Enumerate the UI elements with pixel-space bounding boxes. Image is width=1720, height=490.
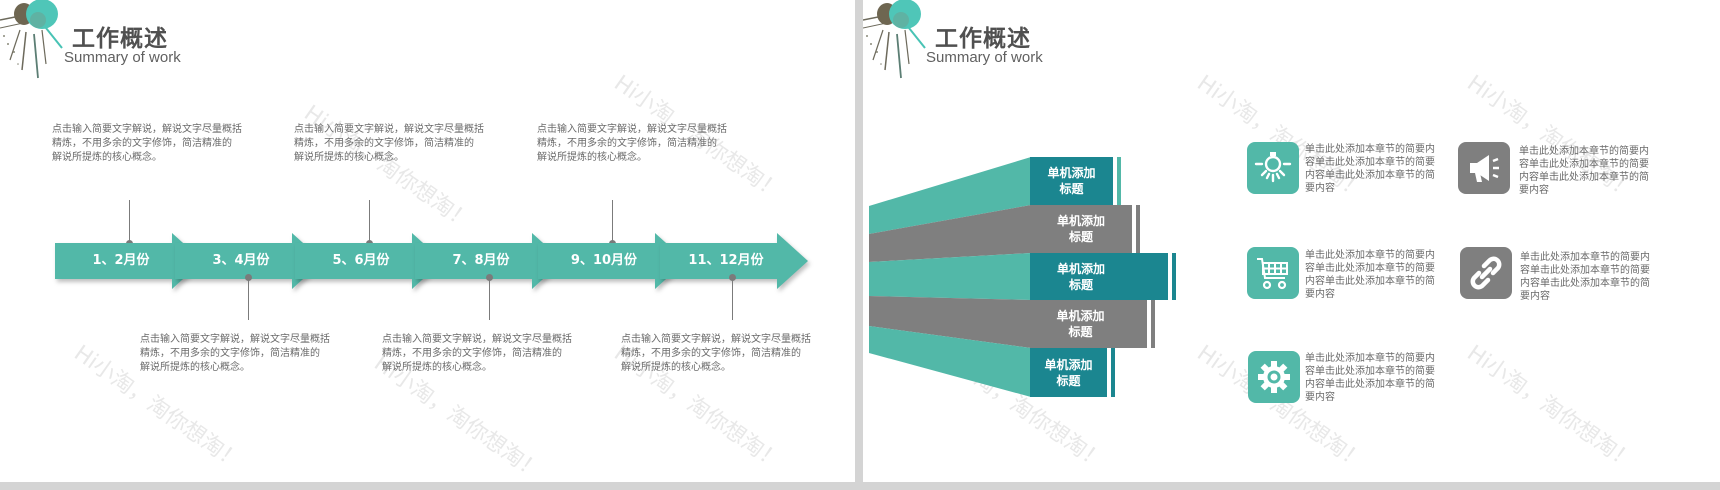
connector-line [489, 278, 490, 320]
watermark: Hi小淘，淘你想淘！ [1462, 340, 1640, 476]
shopping-cart-tile[interactable] [1247, 247, 1299, 299]
timeline-arrow-2[interactable]: 3、4月份 [175, 233, 327, 289]
timeline-label: 11、12月份 [688, 253, 764, 268]
bar-edge [1111, 348, 1115, 397]
connector-dot [245, 274, 252, 281]
timeline-arrow-5[interactable]: 9、10月份 [538, 233, 690, 289]
link-icon [1470, 256, 1502, 290]
bar-edge [1117, 157, 1121, 205]
timeline-arrow-1[interactable]: 1、2月份 [55, 233, 207, 289]
connector-line [248, 278, 249, 320]
bar-edge [1151, 300, 1155, 348]
link-tile[interactable] [1460, 247, 1512, 299]
gear-icon [1258, 361, 1290, 393]
connector-line [369, 200, 370, 243]
bar-title-2[interactable]: 单机添加标题 [1030, 205, 1132, 253]
perspective-stack [869, 157, 1031, 397]
slide-title: 工作概述 [935, 26, 1031, 52]
bar-title-line: 标题 [1068, 230, 1093, 244]
timeline-arrow-3[interactable]: 5、6月份 [295, 233, 447, 289]
connector-line [129, 200, 130, 243]
timeline-label: 1、2月份 [92, 253, 150, 268]
bar-edge [1172, 253, 1176, 300]
slide-title: 工作概述 [72, 26, 168, 52]
slide-overview[interactable]: 工作概述 Summary of work Hi小淘，淘你想淘！ Hi小淘，淘你想… [863, 0, 1720, 482]
connector-line [612, 200, 613, 243]
shopping-cart-icon [1257, 258, 1288, 290]
ink-splash-decoration [0, 0, 63, 79]
bar-title-5[interactable]: 单机添加标题 [1030, 348, 1107, 397]
bar-edge [1136, 205, 1140, 253]
gear-tile[interactable] [1248, 351, 1300, 403]
timeline-description: 点击输入简要文字解说，解说文字尽量概括精炼，不用多余的文字修饰，简洁精准的 解说… [621, 334, 811, 373]
timeline-label: 7、8月份 [452, 253, 510, 268]
timeline-description: 点击输入简要文字解说，解说文字尽量概括精炼，不用多余的文字修饰，简洁精准的 解说… [537, 124, 727, 163]
timeline-arrow-6[interactable]: 11、12月份 [660, 233, 812, 289]
timeline-label: 9、10月份 [570, 253, 638, 268]
slide-subtitle: Summary of work [926, 49, 1043, 66]
feature-text: 单击此处添加本章节的简要内容单击此处添加本章节的简要内容单击此处添加本章节的简要… [1520, 252, 1650, 302]
bar-title-line: 单机添加 [1056, 261, 1105, 276]
slide-subtitle: Summary of work [64, 49, 181, 66]
connector-dot [486, 274, 493, 281]
timeline-label: 5、6月份 [332, 253, 390, 268]
bar-title-line: 标题 [1056, 373, 1081, 388]
lightbulb-tile[interactable] [1247, 142, 1299, 194]
megaphone-tile[interactable] [1458, 142, 1510, 194]
ink-splash-decoration [863, 0, 926, 79]
bar-title-line: 单机添加 [1056, 214, 1105, 228]
feature-text: 单击此处添加本章节的简要内容单击此处添加本章节的简要内容单击此处添加本章节的简要… [1519, 146, 1649, 196]
lightbulb-icon [1254, 152, 1292, 183]
timeline-description: 点击输入简要文字解说，解说文字尽量概括精炼，不用多余的文字修饰，简洁精准的 解说… [52, 124, 242, 163]
timeline-description: 点击输入简要文字解说，解说文字尽量概括精炼，不用多余的文字修饰，简洁精准的 解说… [382, 334, 572, 373]
bar-title-3[interactable]: 单机添加标题 [1030, 253, 1168, 300]
timeline-description: 点击输入简要文字解说，解说文字尽量概括精炼，不用多余的文字修饰，简洁精准的 解说… [140, 334, 330, 373]
bar-title-line: 标题 [1068, 325, 1093, 339]
bar-title-line: 单机添加 [1044, 357, 1093, 372]
timeline-arrow-4[interactable]: 7、8月份 [415, 233, 567, 289]
bar-title-line: 标题 [1059, 182, 1084, 196]
bar-title-line: 单机添加 [1056, 309, 1105, 323]
timeline-label: 3、4月份 [212, 253, 270, 268]
slide-timeline[interactable]: 工作概述 Summary of work Hi小淘，淘你想淘！ Hi小淘，淘你想… [0, 0, 855, 482]
feature-text: 单击此处添加本章节的简要内容单击此处添加本章节的简要内容单击此处添加本章节的简要… [1305, 353, 1435, 403]
bar-title-line: 单机添加 [1047, 166, 1096, 180]
feature-text: 单击此处添加本章节的简要内容单击此处添加本章节的简要内容单击此处添加本章节的简要… [1305, 144, 1435, 194]
bar-title-1[interactable]: 单机添加标题 [1030, 157, 1113, 205]
connector-line [732, 278, 733, 320]
timeline-description: 点击输入简要文字解说，解说文字尽量概括精炼，不用多余的文字修饰，简洁精准的 解说… [294, 124, 484, 163]
megaphone-icon [1470, 155, 1499, 182]
bar-title-line: 标题 [1068, 277, 1093, 292]
watermark: Hi小淘，淘你想淘！ [299, 100, 477, 236]
feature-text: 单击此处添加本章节的简要内容单击此处添加本章节的简要内容单击此处添加本章节的简要… [1305, 250, 1435, 300]
connector-dot [729, 274, 736, 281]
bar-title-4[interactable]: 单机添加标题 [1030, 300, 1147, 348]
